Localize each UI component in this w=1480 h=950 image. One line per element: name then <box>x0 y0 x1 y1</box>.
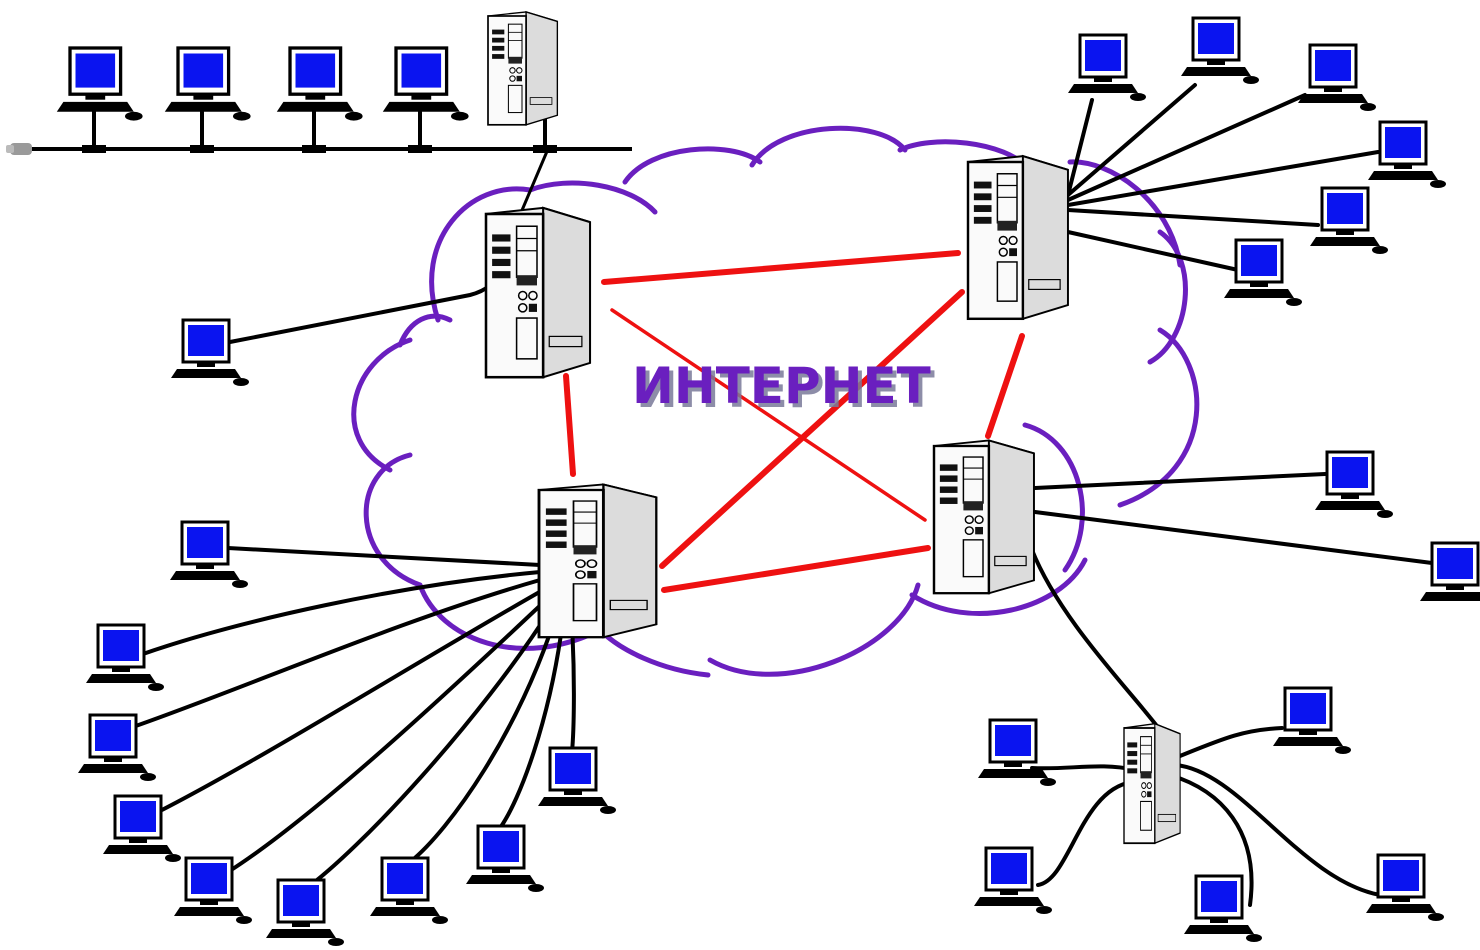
workstation-computer-icon <box>1066 33 1148 103</box>
workstation-computer-icon <box>172 856 254 926</box>
workstation-computer-icon <box>1179 16 1261 86</box>
workstation-computer-icon <box>1313 450 1395 520</box>
cloud-title: ИНТЕРНЕТ <box>632 357 931 415</box>
workstation-computer-icon <box>55 46 145 123</box>
backbone-links <box>563 250 1025 593</box>
server-tower-icon <box>966 154 1070 321</box>
workstation-computer-icon <box>976 718 1058 788</box>
workstation-computer-icon <box>464 824 546 894</box>
access-links <box>128 83 1434 907</box>
workstation-computer-icon <box>536 746 618 816</box>
workstation-computer-icon <box>1418 541 1480 611</box>
workstation-computer-icon <box>163 46 253 123</box>
workstation-computer-icon <box>1296 43 1378 113</box>
server-tower-icon <box>487 11 559 126</box>
workstation-computer-icon <box>1222 238 1304 308</box>
bus-network <box>6 11 632 155</box>
workstation-computer-icon <box>1271 686 1353 756</box>
workstation-computer-icon <box>168 520 250 590</box>
server-tower-icon <box>932 439 1036 595</box>
workstation-computer-icon <box>368 856 450 926</box>
workstation-computer-icon <box>1366 120 1448 190</box>
workstation-computer-icon <box>381 46 471 123</box>
bus-cable-terminator-icon <box>6 143 32 155</box>
internet-cloud-icon <box>351 125 1200 678</box>
workstation-computer-icon <box>169 318 251 388</box>
server-tower-icon <box>484 206 592 379</box>
workstation-computer-icon <box>972 846 1054 916</box>
workstation-computer-icon <box>275 46 365 123</box>
workstation-computer-icon <box>1364 853 1446 923</box>
cloud-title-shadow: ИНТЕРНЕТ <box>636 361 935 419</box>
workstation-computer-icon <box>1308 186 1390 256</box>
workstation-computer-icon <box>264 878 346 948</box>
workstation-computer-icon <box>84 623 166 693</box>
server-tower-icon <box>1123 722 1181 845</box>
server-tower-icon <box>537 483 658 639</box>
access-link <box>518 148 550 216</box>
